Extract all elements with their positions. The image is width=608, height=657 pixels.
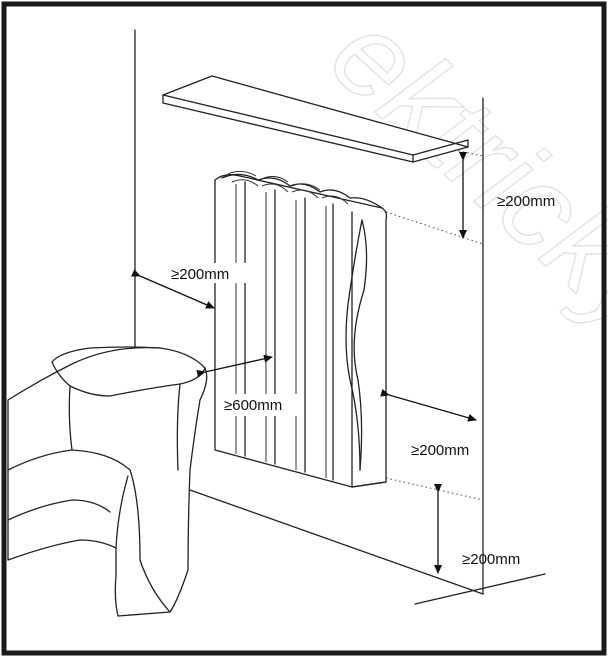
shelf: [162, 75, 469, 163]
armchair: [7, 346, 208, 617]
side-clearance-label: ≥200mm: [171, 266, 229, 283]
radiator: [214, 170, 388, 488]
right-clearance-label: ≥200mm: [411, 442, 469, 459]
dimension-arrows: [131, 152, 477, 574]
room-outline: [134, 29, 546, 605]
side-clearance-arrow: [131, 269, 215, 309]
dimension-labels: ≥200mm ≥200mm ≥600mm ≥200mm ≥200mm: [167, 193, 555, 568]
front-clearance-label: ≥600mm: [224, 397, 282, 414]
right-clearance-arrow: [380, 388, 477, 422]
top-clearance-label: ≥200mm: [497, 193, 555, 210]
bottom-clearance-label: ≥200mm: [462, 551, 520, 568]
front-clearance-arrow: [196, 354, 273, 378]
